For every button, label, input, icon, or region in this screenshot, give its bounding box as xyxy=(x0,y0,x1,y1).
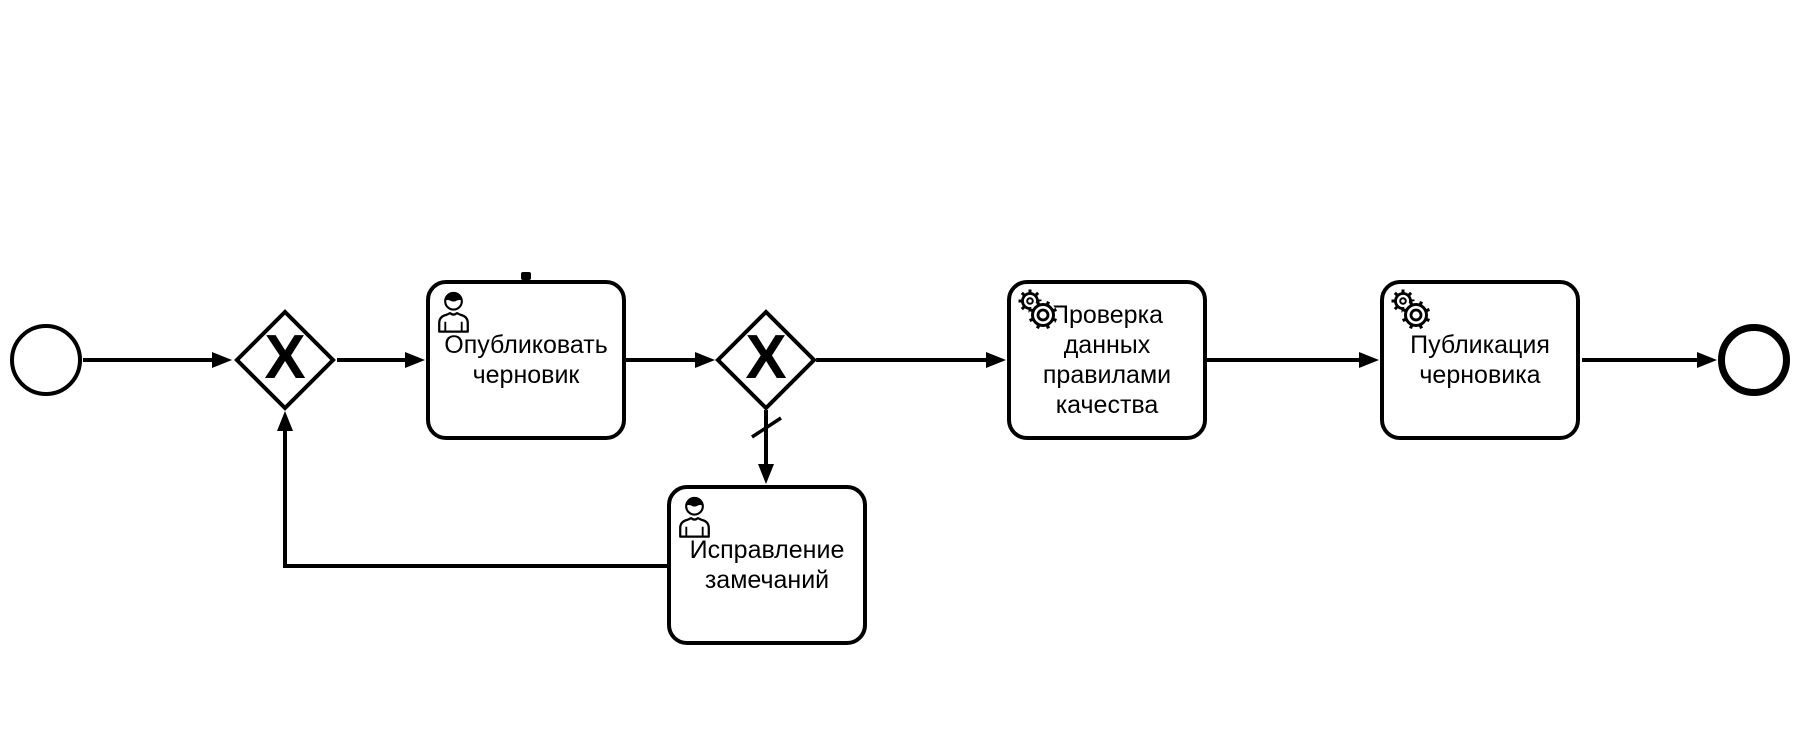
task-label: Опубликовать черновик xyxy=(444,331,608,389)
task-label: Исправление замечаний xyxy=(689,536,845,594)
exclusive-gateway-1: X xyxy=(233,308,337,412)
task-quality-check: Проверка данных правилами качества xyxy=(1007,280,1207,440)
end-event xyxy=(1718,324,1790,396)
gateway-x-symbol: X xyxy=(745,322,787,392)
default-flow-slash-marker xyxy=(751,416,782,439)
user-icon xyxy=(435,288,479,334)
gateway-x-symbol: X xyxy=(264,322,306,392)
user-icon xyxy=(676,493,720,539)
task-publication: Публикация черновика xyxy=(1380,280,1580,440)
task-publish-draft: Опубликовать черновик xyxy=(426,280,626,440)
start-event xyxy=(10,324,82,396)
task-fix-remarks: Исправление замечаний xyxy=(667,485,867,645)
task-top-notch xyxy=(521,272,531,280)
flow-fix-remarks-to-gateway1 xyxy=(277,411,667,568)
task-label: Проверка данных правилами качества xyxy=(1042,301,1172,419)
exclusive-gateway-2: X xyxy=(714,308,818,412)
gear-icon xyxy=(1389,288,1433,334)
task-label: Публикация черновика xyxy=(1410,331,1550,389)
